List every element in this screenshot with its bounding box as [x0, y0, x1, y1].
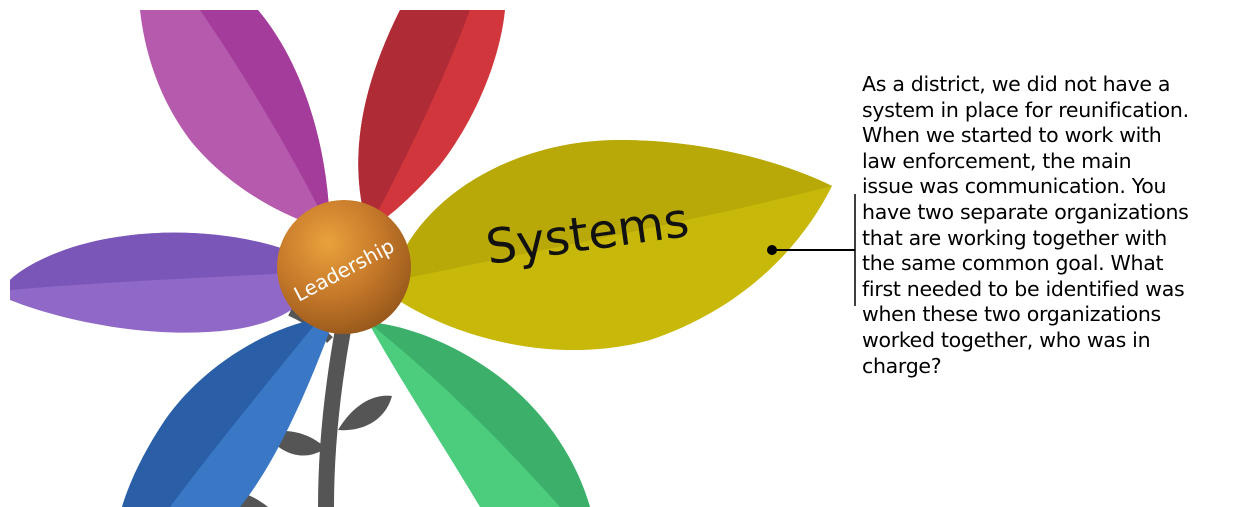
- leadership-center: Leadership: [277, 200, 411, 334]
- magenta-petal: [140, 10, 330, 230]
- systems-petal: [398, 140, 832, 351]
- callout-text: As a district, we did not have a system …: [862, 72, 1189, 378]
- green-petal: [368, 322, 590, 507]
- blue-petal: [122, 318, 330, 507]
- red-petal: [358, 10, 505, 230]
- callout-pointer: [767, 194, 856, 306]
- stem-leaf-right: [338, 395, 392, 431]
- purple-petal: [10, 232, 310, 333]
